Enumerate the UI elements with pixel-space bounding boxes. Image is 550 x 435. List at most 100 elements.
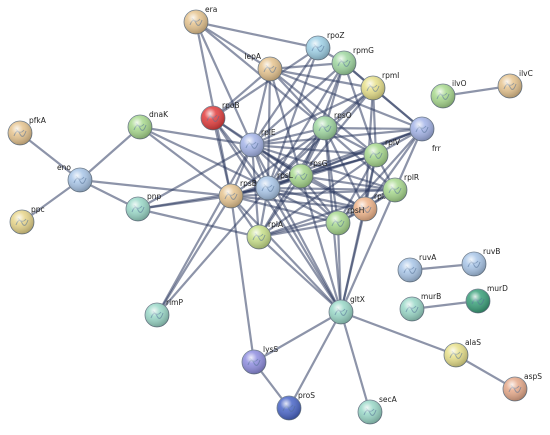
- node-gloss-gltX: [329, 300, 353, 324]
- node-alaS[interactable]: alaS: [443, 338, 481, 368]
- node-rpmG[interactable]: rpmG: [331, 46, 374, 76]
- node-label-pfkA: pfkA: [29, 116, 47, 125]
- edge-rpoB-rpsB: [211, 116, 233, 198]
- edges-layer: [18, 20, 517, 414]
- node-rpmI[interactable]: rpmI: [360, 71, 399, 101]
- node-gloss-rpsL: [256, 176, 280, 200]
- node-label-rplV: rplV: [385, 138, 401, 147]
- node-aspS[interactable]: aspS: [502, 372, 542, 402]
- node-label-rpsH: rpsH: [347, 206, 364, 215]
- node-ilvC[interactable]: ilvC: [497, 69, 533, 99]
- edge-rpsG-rplR: [299, 174, 397, 192]
- node-ruvB[interactable]: ruvB: [461, 247, 500, 277]
- node-rplX[interactable]: rplX: [352, 192, 389, 222]
- node-rpsH[interactable]: rpsH: [325, 206, 364, 236]
- node-label-rpsB: rpsB: [240, 179, 257, 188]
- edge-lepA-rpsO: [268, 67, 327, 130]
- edge-rpoB-rpoZ: [211, 46, 320, 120]
- edge-lysS-rpsB: [229, 194, 256, 364]
- edge-era-rplE: [194, 20, 254, 147]
- node-lepA[interactable]: lepA: [244, 52, 283, 82]
- node-rpsO[interactable]: rpsO: [312, 111, 352, 141]
- node-proS[interactable]: proS: [276, 391, 315, 421]
- node-rplE[interactable]: rplE: [239, 128, 276, 158]
- edge-rpmI-rplE: [250, 86, 375, 147]
- node-gltX[interactable]: gltX: [328, 295, 365, 325]
- edge-rpoZ-rpsL: [266, 46, 320, 190]
- node-rplA[interactable]: rplA: [246, 220, 284, 250]
- edge-rplE-rpsO: [250, 126, 327, 147]
- node-gloss-murB: [400, 297, 424, 321]
- node-label-rplR: rplR: [404, 173, 419, 182]
- edge-frr-rplE: [250, 127, 424, 147]
- node-gloss-rpsG: [289, 164, 313, 188]
- node-ruvA[interactable]: ruvA: [397, 253, 437, 283]
- node-dnaK[interactable]: dnaK: [127, 110, 169, 140]
- nodes-layer: era rpoZ rpmG lepA rpmI ilvO ilvC pfkA dnaK rpoB r…: [7, 5, 542, 425]
- node-rpoZ[interactable]: rpoZ: [305, 31, 345, 61]
- node-gloss-alaS: [444, 343, 468, 367]
- edge-era-lepA: [194, 20, 272, 71]
- node-label-alaS: alaS: [465, 338, 481, 347]
- node-gloss-rpsO: [313, 116, 337, 140]
- edge-frr-rpsO: [323, 126, 424, 131]
- node-label-murD: murD: [487, 284, 508, 293]
- node-label-eno: eno: [57, 163, 71, 172]
- node-gloss-rplA: [247, 225, 271, 249]
- node-frr[interactable]: frr: [409, 116, 442, 153]
- edge-rplR-rplA: [257, 188, 397, 239]
- node-pfkA[interactable]: pfkA: [7, 116, 47, 146]
- edge-gltX-lysS: [252, 310, 343, 364]
- node-ilvO[interactable]: ilvO: [430, 79, 467, 109]
- node-gloss-rplR: [383, 178, 407, 202]
- node-lysS[interactable]: lysS: [241, 345, 278, 375]
- node-label-rpsG: rpsG: [310, 159, 328, 168]
- node-gloss-rpmI: [361, 76, 385, 100]
- edge-pfkA-eno: [18, 131, 82, 182]
- node-label-lepA: lepA: [244, 52, 261, 61]
- node-pnp[interactable]: pnp: [125, 192, 162, 222]
- node-secA[interactable]: secA: [357, 395, 398, 425]
- node-murD[interactable]: murD: [465, 284, 508, 314]
- node-label-ilvO: ilvO: [452, 79, 467, 88]
- node-gloss-murD: [466, 289, 490, 313]
- node-gloss-lepA: [258, 57, 282, 81]
- node-rplV[interactable]: rplV: [363, 138, 401, 168]
- edge-gltX-proS: [287, 310, 343, 410]
- node-gloss-ilvO: [431, 84, 455, 108]
- node-rimP[interactable]: rimP: [144, 298, 183, 328]
- edge-rpsL-rplR: [266, 186, 397, 192]
- node-rpsB[interactable]: rpsB: [218, 179, 257, 209]
- node-label-rpmI: rpmI: [382, 71, 399, 80]
- node-gloss-rplE: [240, 133, 264, 157]
- node-rplR[interactable]: rplR: [382, 173, 419, 203]
- edge-rpmG-rplE: [250, 61, 346, 147]
- node-gloss-rpmG: [332, 51, 356, 75]
- edge-rpmG-rpsL: [266, 61, 346, 190]
- edge-era-rpoZ: [194, 20, 320, 50]
- node-label-rpoZ: rpoZ: [327, 31, 345, 40]
- edge-rpsB-rpsH: [229, 194, 340, 225]
- node-rpsL[interactable]: rpsL: [255, 171, 294, 201]
- node-label-ruvA: ruvA: [419, 253, 437, 262]
- node-eno[interactable]: eno: [57, 163, 93, 193]
- node-label-rpoB: rpoB: [222, 101, 240, 110]
- node-gloss-frr: [410, 117, 434, 141]
- edge-dnaK-rplE: [138, 125, 254, 147]
- node-gloss-ilvC: [498, 74, 522, 98]
- edge-rpoZ-rplE: [250, 46, 320, 147]
- node-label-rimP: rimP: [166, 298, 183, 307]
- node-murB[interactable]: murB: [399, 292, 441, 322]
- edge-gltX-secA: [339, 310, 372, 414]
- edge-rplA-gltX: [257, 235, 343, 314]
- edge-rplA-rpsH: [257, 221, 340, 239]
- node-gloss-pfkA: [8, 121, 32, 145]
- node-ppc[interactable]: ppc: [9, 205, 45, 235]
- node-rpoB[interactable]: rpoB: [200, 101, 240, 131]
- edge-rpmI-rpsG: [299, 86, 375, 178]
- node-era[interactable]: era: [183, 5, 217, 35]
- node-label-gltX: gltX: [350, 295, 365, 304]
- node-rpsG[interactable]: rpsG: [288, 159, 328, 189]
- node-label-ilvC: ilvC: [519, 69, 533, 78]
